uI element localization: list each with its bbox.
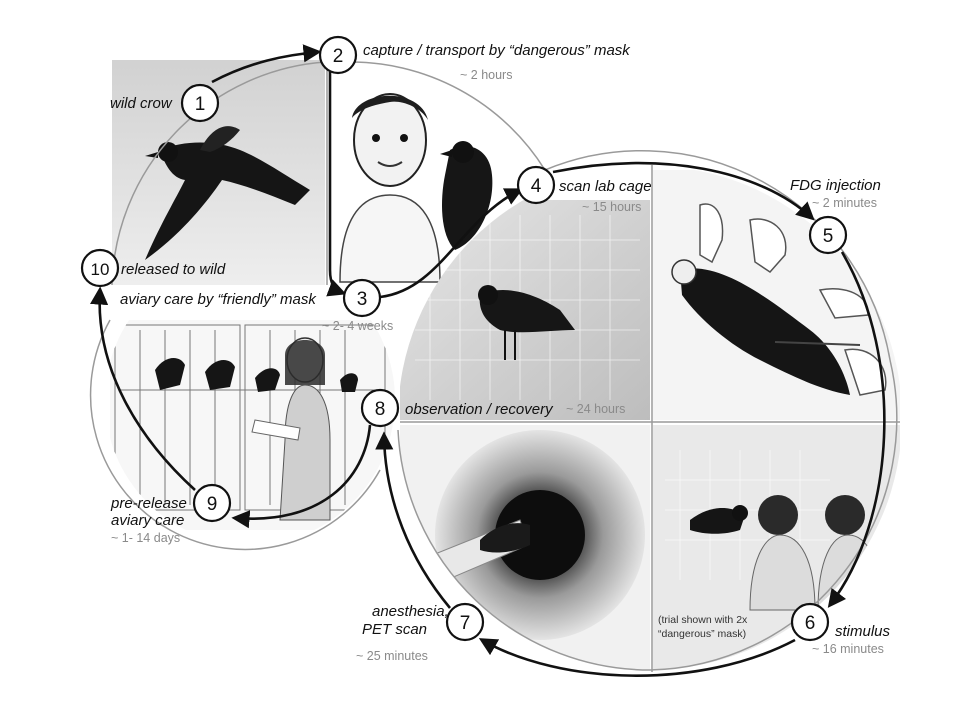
arrow-8-to-9 [231,424,372,529]
panel-borders [89,61,900,672]
big-circle-rim-top [544,150,891,361]
step-6-duration: ~ 16 minutes [812,642,884,656]
step-3-duration: ~ 2- 4 weeks [322,319,393,333]
step-4-marker: 4 [516,165,556,205]
step-4-duration: ~ 15 hours [582,200,641,214]
step-1-label: wild crow [110,95,173,112]
step-1-marker: 1 [180,83,220,123]
step-9-number: 9 [207,494,218,515]
step-10-number: 10 [91,260,110,279]
arrow-5-to-6 [827,251,886,608]
step-4-number: 4 [531,176,542,197]
step-7-duration: ~ 25 minutes [356,649,428,663]
arrow-7-to-8 [375,431,451,609]
big-circle-rim-left [397,429,651,671]
gloved-hands-illustration [699,203,887,396]
step-6-label: stimulus [835,623,891,640]
step-8-label: observation / recovery [405,401,554,418]
step-5-label: FDG injection [790,177,881,194]
step-10-label: released to wild [121,261,226,278]
left-circle-rim [89,319,381,551]
held-crow-illustration [440,141,493,250]
pet-scan-panel [400,425,650,670]
step-5-number: 5 [823,226,834,247]
stimulus-crow-illustration [690,505,748,534]
arrow-3-to-4 [379,188,524,299]
step-7-number: 7 [460,613,471,634]
syringe-line [774,341,861,346]
stimulus-note-line-1: (trial shown with 2x [658,614,748,626]
anesthetized-crow [480,523,530,553]
step-9-marker: 9 [192,483,232,523]
step-8-duration: ~ 24 hours [566,402,625,416]
friendly-mask-person-illustration [251,337,331,521]
perched-crows [155,358,358,392]
caged-crow-illustration [478,285,575,360]
step-8-number: 8 [375,399,386,420]
arrow-1-to-2 [211,44,322,84]
scan-lab-cage-panel [400,200,650,420]
step-9-label-line-2: aviary care [111,512,184,529]
arrow-4-to-5 [552,161,815,221]
step-1-number: 1 [195,94,206,115]
dangerous-mask-person-illustration [339,93,441,283]
step-3-label: aviary care by “friendly” mask [120,291,317,308]
big-circle-rim-bottom [649,359,898,671]
step-10-marker: 10 [80,248,120,288]
step-6-number: 6 [805,613,816,634]
flow-arrows [90,44,886,677]
top-circle-rim-right [344,61,546,171]
step-9-label-line-1: pre-release [110,495,187,512]
arrow-2-to-3 [326,72,347,297]
top-circle-rim-left [111,61,326,286]
restrained-crow-illustration [671,259,850,395]
arrow-9-to-10 [90,286,196,491]
stimulus-note-line-2: “dangerous” mask) [658,628,746,640]
step-3-marker: 3 [342,278,382,318]
step-2-label: capture / transport by “dangerous” mask [363,42,631,59]
step-2-duration: ~ 2 hours [460,68,512,82]
step-5-duration: ~ 2 minutes [812,196,877,210]
step-2-number: 2 [333,46,344,67]
step-4-label: scan lab cage [559,178,652,195]
step-6-marker: 6 [790,602,830,642]
step-7-label-line-1: anesthesia, [372,603,449,620]
step-7-marker: 7 [445,602,485,642]
step-3-number: 3 [357,289,368,310]
arrow-6-to-7 [478,638,796,677]
step-8-marker: 8 [360,388,400,428]
wild-crow-panel [112,60,325,285]
step-9-duration: ~ 1- 14 days [111,531,180,545]
step-7-label-line-2: PET scan [362,621,427,638]
step-5-marker: 5 [808,215,848,255]
step-2-marker: 2 [318,35,358,75]
